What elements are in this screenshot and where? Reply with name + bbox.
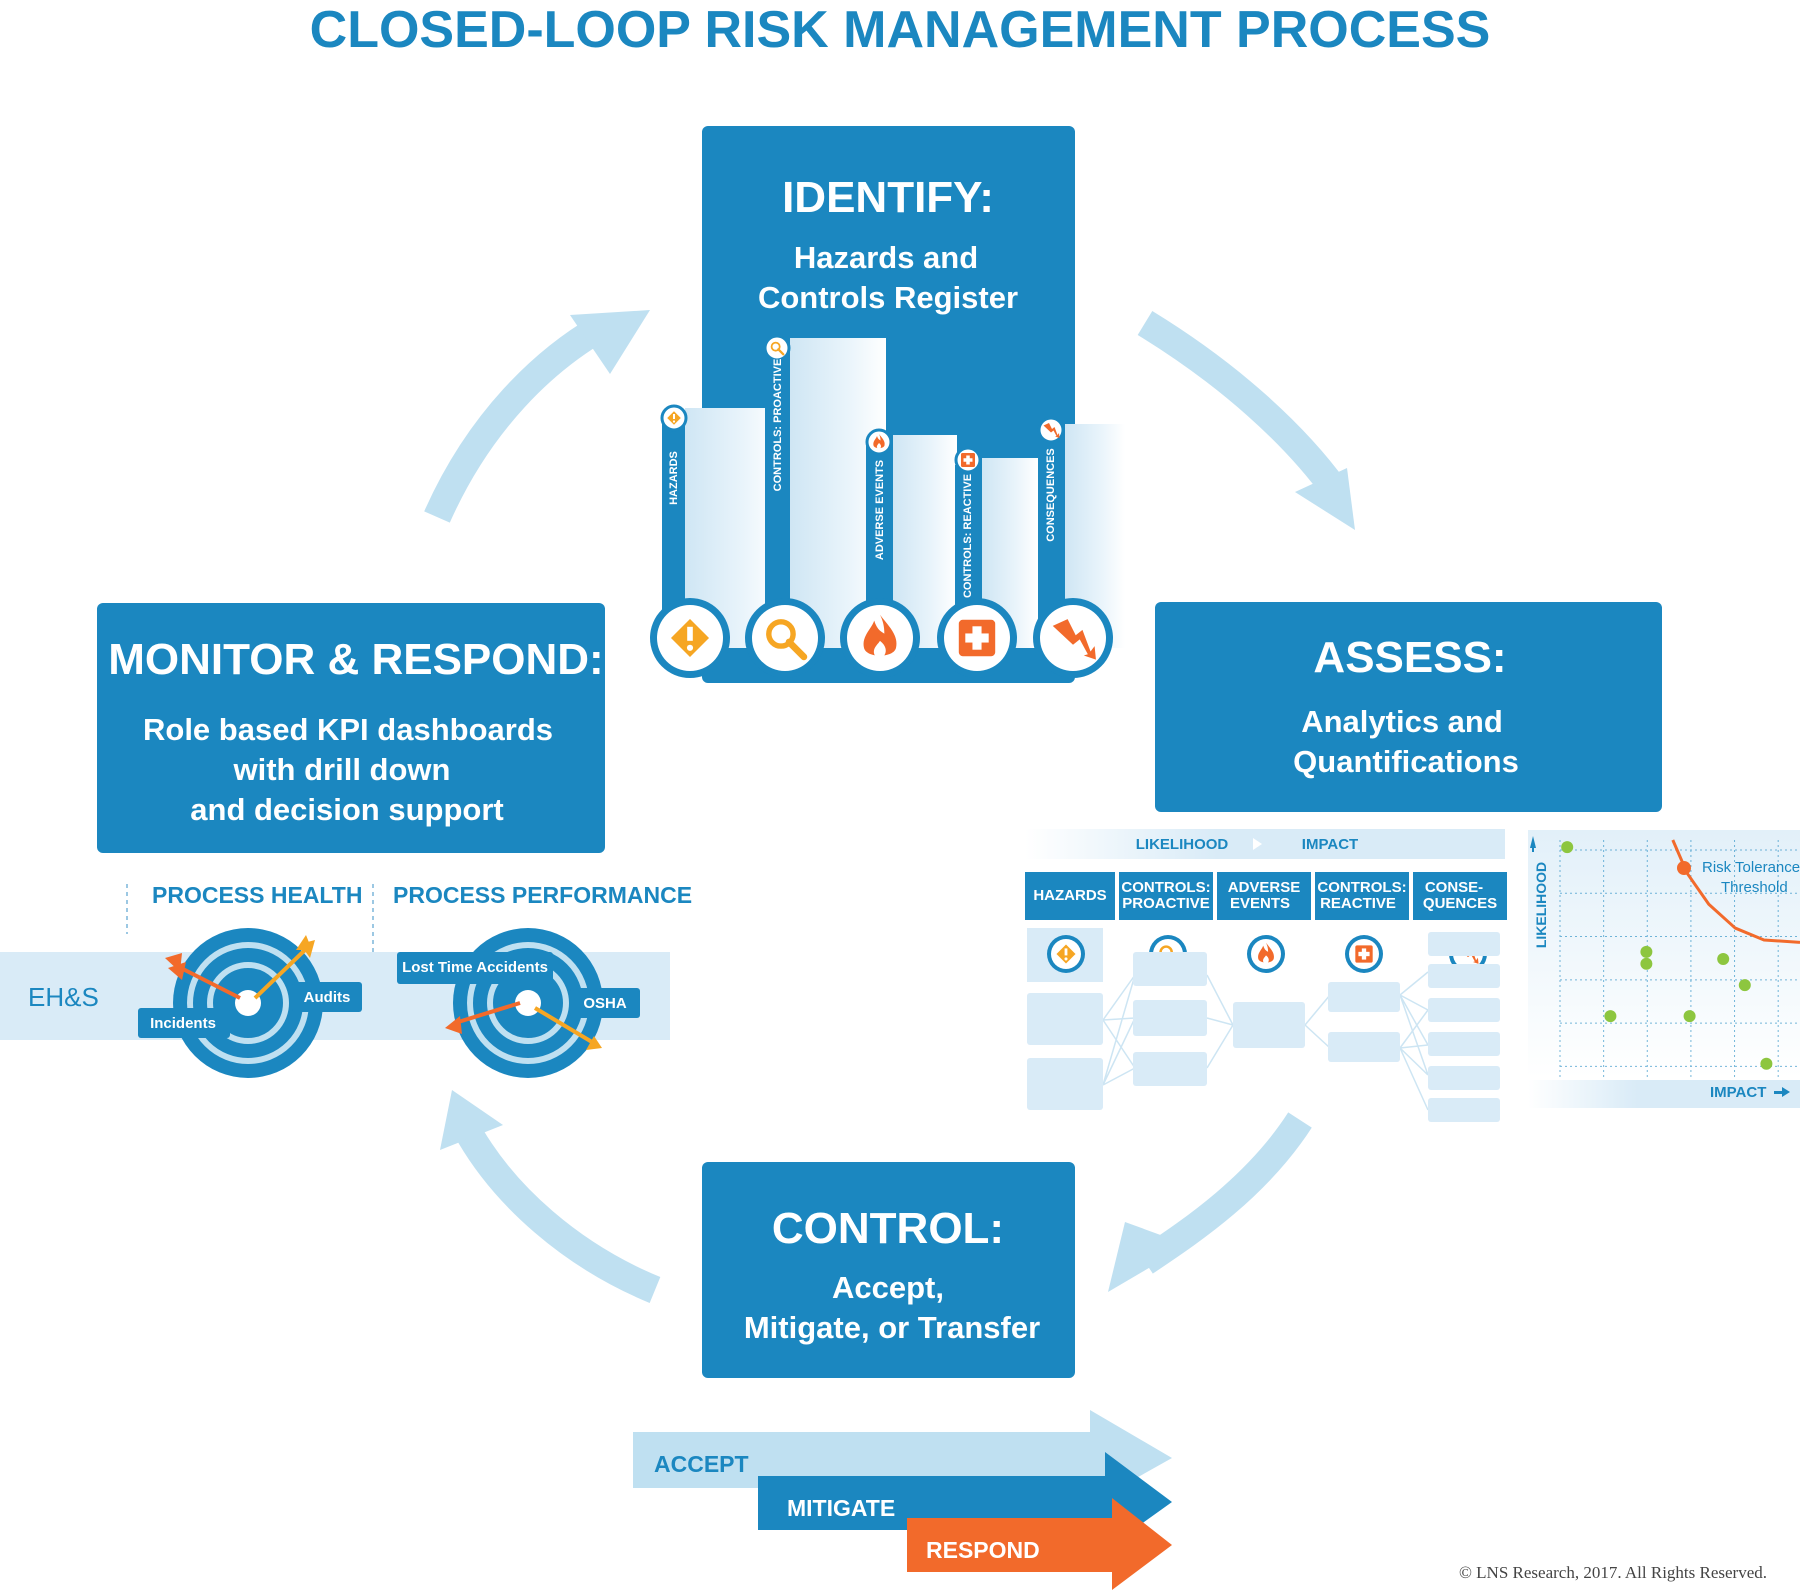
assess-icons: [1027, 928, 1487, 982]
arrow-respond: RESPOND: [926, 1537, 1040, 1563]
monitor-line2: with drill down: [233, 752, 451, 787]
bar-label-controls-proactive: CONTROLS: PROACTIVE: [772, 358, 784, 492]
monitor-line3: and decision support: [190, 792, 504, 827]
control-arrows: [633, 1410, 1172, 1590]
flow-likelihood: LIKELIHOOD: [1135, 836, 1229, 853]
label-osha: OSHA: [583, 995, 627, 1012]
risk-point: [1760, 1057, 1773, 1070]
warning-icon: [650, 598, 730, 678]
bar-label-consequences: CONSEQUENCES: [1045, 448, 1057, 542]
legend-marker: [1677, 861, 1691, 875]
monitor-line1: Role based KPI dashboards: [143, 712, 553, 747]
risk-point: [1683, 1010, 1696, 1023]
register-icons: [650, 598, 1113, 678]
assess-line1: Analytics and: [1301, 704, 1503, 739]
col-controls-proactive-1: CONTROLS:: [1121, 879, 1211, 896]
control-line2: Mitigate, or Transfer: [743, 1310, 1041, 1345]
risk-matrix-chart: [1528, 830, 1800, 1108]
risk-point: [1717, 953, 1730, 965]
identify-line1: Hazards and: [793, 240, 979, 275]
magnifier-icon: [745, 598, 825, 678]
risk-point: [1640, 957, 1653, 970]
fire-icon: [840, 598, 920, 678]
bar-label-hazards: HAZARDS: [668, 451, 680, 505]
chart-xlabel: IMPACT: [1710, 1084, 1767, 1101]
identify-heading: IDENTIFY:: [782, 173, 994, 222]
row-ehs: EH&S: [28, 982, 99, 1012]
col-controls-reactive-2: REACTIVE: [1320, 895, 1396, 912]
assess-headers: [1025, 872, 1507, 920]
assess-heading: ASSESS:: [1313, 633, 1507, 682]
cycle-arrows: [424, 310, 1355, 1303]
risk-point: [1640, 945, 1653, 958]
chart-ylabel: LIKELIHOOD: [1533, 861, 1549, 949]
flow-impact: IMPACT: [1301, 836, 1359, 853]
col-process-performance: PROCESS PERFORMANCE: [393, 882, 693, 908]
col-adverse-2: EVENTS: [1229, 895, 1291, 912]
page-title: CLOSED-LOOP RISK MANAGEMENT PROCESS: [309, 1, 1491, 59]
assess-line2: Quantifications: [1293, 744, 1519, 779]
label-audits: Audits: [303, 989, 351, 1006]
col-controls-reactive-1: CONTROLS:: [1317, 879, 1407, 896]
control-box: [702, 1162, 1075, 1378]
bar-label-controls-reactive: CONTROLS: REACTIVE: [962, 473, 974, 599]
assess-network: [1027, 932, 1500, 1122]
col-consequences-2: QUENCES: [1422, 895, 1498, 912]
col-process-health: PROCESS HEALTH: [152, 882, 363, 908]
monitor-heading: MONITOR & RESPOND:: [108, 635, 604, 684]
arrow-accept: ACCEPT: [654, 1451, 749, 1477]
identify-line2: Controls Register: [757, 280, 1019, 315]
assess-flow: [1025, 829, 1505, 859]
assess-box: [1155, 602, 1662, 812]
col-consequences-1: CONSE-: [1424, 879, 1484, 896]
first-aid-icon: [937, 598, 1017, 678]
process-health-target: [138, 928, 362, 1078]
legend-line1: Risk Tolerance: [1702, 859, 1800, 876]
legend-line2: Threshold: [1721, 879, 1788, 896]
control-line1: Accept,: [832, 1270, 944, 1305]
risk-point: [1561, 841, 1574, 854]
col-adverse-1: ADVERSE: [1227, 879, 1301, 896]
risk-point: [1738, 979, 1751, 992]
strip-top-icons: [660, 334, 1065, 474]
bar-label-adverse-events: ADVERSE EVENTS: [874, 459, 886, 561]
label-lost-time: Lost Time Accidents: [402, 959, 548, 976]
lightning-icon: [1033, 598, 1113, 678]
label-incidents: Incidents: [150, 1015, 216, 1032]
monitor-box: [97, 603, 605, 853]
arrow-mitigate: MITIGATE: [787, 1495, 896, 1521]
col-hazards: HAZARDS: [1033, 887, 1107, 904]
col-controls-proactive-2: PROACTIVE: [1122, 895, 1210, 912]
control-heading: CONTROL:: [771, 1204, 1005, 1253]
copyright: © LNS Research, 2017. All Rights Reserve…: [1459, 1563, 1768, 1582]
process-performance-target: [397, 928, 640, 1078]
dashboard: [0, 884, 670, 1078]
risk-point: [1604, 1010, 1617, 1023]
